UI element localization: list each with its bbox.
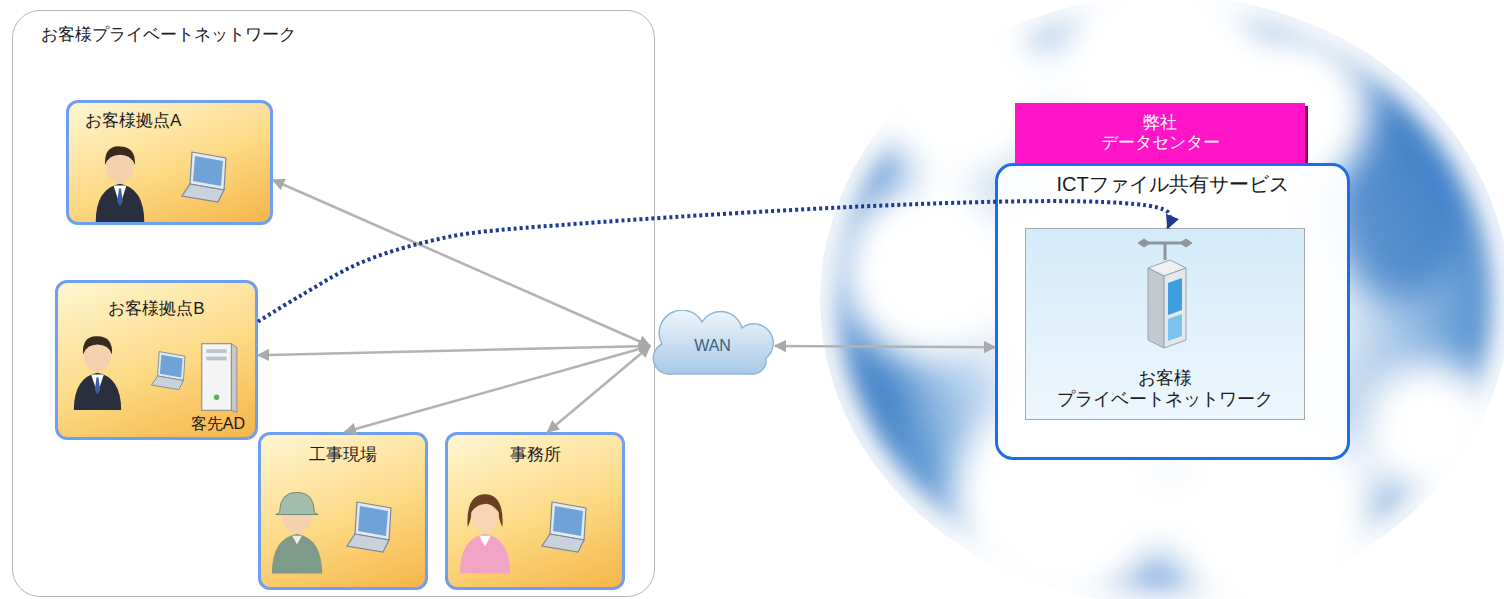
site-box: お客様拠点A — [66, 100, 273, 225]
node-title: WAN — [694, 336, 731, 355]
cloud-photo — [820, 0, 1504, 599]
laptop-icon — [542, 502, 586, 552]
antenna — [1138, 239, 1192, 260]
worker-icon — [272, 492, 322, 573]
node-title: 事務所 — [510, 445, 561, 465]
data-flow-arrow — [258, 201, 1170, 321]
node-label: 客先AD — [191, 414, 245, 433]
node-title: お客様 プライベートネットワーク — [1048, 368, 1282, 411]
laptop-icon — [182, 152, 226, 202]
person-icon — [460, 494, 510, 573]
cloud-outline — [653, 310, 773, 374]
server-icon — [202, 344, 237, 412]
node-title: お客様プライベートネットワーク — [41, 25, 296, 45]
datacenter-label: 弊社 データセンター — [1015, 103, 1305, 163]
network-link — [273, 180, 650, 346]
node-title: ICTファイル共有サービス — [1056, 172, 1288, 196]
node-title: お客様拠点A — [85, 111, 181, 131]
wan-cloud: WAN — [650, 310, 775, 382]
server-icon — [1148, 260, 1186, 348]
node-title: 弊社 データセンター — [1092, 113, 1228, 154]
laptop-icon — [347, 502, 391, 552]
network-link — [258, 346, 650, 355]
network-link — [775, 346, 995, 347]
person-icon — [96, 146, 145, 222]
photo-vignette — [820, 0, 1504, 599]
node-title: お客様拠点B — [108, 299, 204, 319]
node-title: 工事現場 — [309, 445, 377, 465]
person-icon — [74, 336, 121, 410]
network-link — [345, 346, 650, 432]
laptop-icon — [152, 352, 185, 390]
network-link — [548, 346, 650, 432]
